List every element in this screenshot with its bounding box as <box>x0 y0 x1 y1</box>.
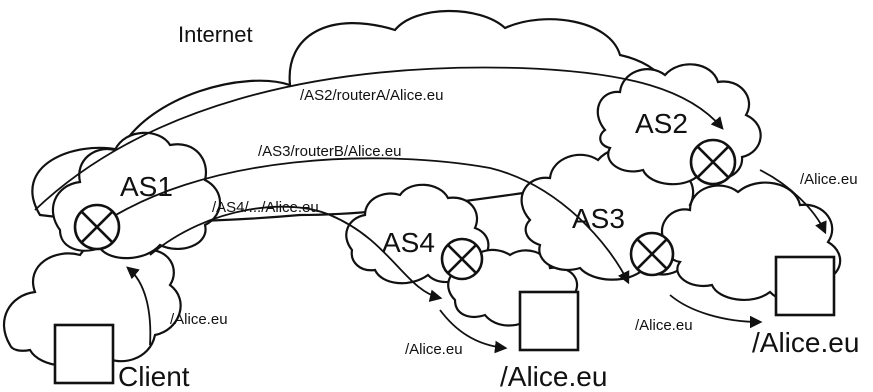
route-as2-label: /AS2/routerA/Alice.eu <box>300 87 443 104</box>
route-as2-path <box>34 66 724 211</box>
client-label: Client <box>118 361 190 392</box>
internet-label: Internet <box>178 22 253 47</box>
as4-local-label: /Alice.eu <box>405 341 463 358</box>
as2-label: AS2 <box>635 108 688 139</box>
alice-host-main <box>774 255 836 317</box>
as4-local-path <box>439 309 508 354</box>
router-as3-icon <box>629 231 675 277</box>
as4-label: AS4 <box>382 227 435 258</box>
router-as2-icon <box>689 138 737 186</box>
as1-label: AS1 <box>120 171 173 202</box>
as2-local-label: /Alice.eu <box>800 171 858 188</box>
alice-host-main-label: /Alice.eu <box>752 327 859 358</box>
as2-local-path <box>759 169 827 235</box>
as3-local-path <box>669 294 763 329</box>
client-request-label: /Alice.eu <box>170 311 228 328</box>
router-as1-icon <box>73 203 121 251</box>
client-host <box>53 323 115 385</box>
route-as3-path <box>89 157 630 285</box>
route-as3-label: /AS3/routerB/Alice.eu <box>258 143 401 160</box>
alice-host-as4-label: /Alice.eu <box>500 361 607 392</box>
as3-label: AS3 <box>572 203 625 234</box>
router-as4-icon <box>440 237 484 281</box>
route-as4-path <box>149 205 443 302</box>
alice-host-as4 <box>518 290 580 352</box>
route-as4-label: /AS4/.../Alice.eu <box>212 199 319 216</box>
client-request-path <box>126 266 152 346</box>
as3-local-label: /Alice.eu <box>635 317 693 334</box>
